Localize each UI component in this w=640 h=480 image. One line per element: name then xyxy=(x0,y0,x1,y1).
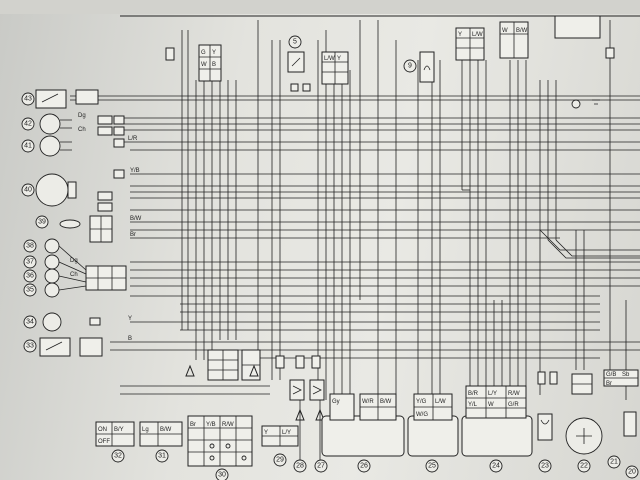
wire-code: G xyxy=(201,50,206,56)
bus-wires xyxy=(70,95,640,395)
switch-cell: Lg xyxy=(142,427,149,433)
wire-code: B/W xyxy=(380,399,392,405)
callout-26: 26 xyxy=(360,463,368,470)
callout-28: 28 xyxy=(296,463,304,470)
right-bottom-components: G/B Sb Br xyxy=(537,369,639,455)
callout-38: 38 xyxy=(26,243,34,250)
callout-39: 39 xyxy=(38,219,46,226)
wire-code: Y xyxy=(458,32,462,38)
callout-9: 9 xyxy=(408,63,412,70)
component-5: 5 xyxy=(287,35,311,92)
callout-37: 37 xyxy=(26,259,34,266)
callout-36: 36 xyxy=(26,273,34,280)
wire-code: B xyxy=(128,336,132,342)
trunk-wires xyxy=(181,20,640,400)
wire-code: L/W xyxy=(324,56,335,62)
wire-code: Sb xyxy=(622,372,630,378)
callout-33: 33 xyxy=(26,343,34,350)
wire-code: W xyxy=(488,402,494,408)
bottom-callouts: 32 31 30 29 28 27 26 25 24 23 22 21 20 xyxy=(111,449,639,480)
wire-code: B xyxy=(212,62,216,68)
wire-code: W xyxy=(502,28,508,34)
callout-21: 21 xyxy=(610,459,618,466)
wire-code: L/Y xyxy=(488,391,497,397)
wire-code: Dg xyxy=(78,113,86,119)
top-connector-b: L/W Y xyxy=(321,51,349,85)
callout-20: 20 xyxy=(628,469,636,476)
callout-35: 35 xyxy=(26,287,34,294)
switch-cell: B/Y xyxy=(114,427,124,433)
left-components: 43 42 41 40 39 38 xyxy=(21,89,127,357)
fuse-group xyxy=(275,355,325,460)
wire-code: Y xyxy=(128,316,132,322)
top-connector-a: G Y W B xyxy=(198,44,222,82)
switch-cell: B/W xyxy=(160,427,172,433)
wire-code: B/R xyxy=(468,391,479,397)
callout-30: 30 xyxy=(218,472,226,479)
wire-code: L/R xyxy=(128,136,138,142)
wire-code: Ch xyxy=(78,127,86,133)
wire-code: Br xyxy=(130,232,136,238)
switch-cell: R/W xyxy=(222,422,234,428)
wire-code: Y/B xyxy=(130,168,140,174)
callout-23: 23 xyxy=(541,463,549,470)
wire-code: G/R xyxy=(508,402,519,408)
wire-code: Y xyxy=(212,50,216,56)
wire-code: Y xyxy=(337,56,341,62)
callout-27: 27 xyxy=(317,463,325,470)
callout-29: 29 xyxy=(276,457,284,464)
wire-code: Br xyxy=(606,381,612,387)
wire-code: B/W xyxy=(130,216,142,222)
wire-code: Gy xyxy=(332,399,340,405)
callout-40: 40 xyxy=(24,187,32,194)
callout-5: 5 xyxy=(293,39,297,46)
callout-42: 42 xyxy=(24,121,32,128)
top-right-connectors: Y L/W W B/W xyxy=(455,15,615,109)
component-9: 9 xyxy=(403,51,435,83)
wire-code: R/W xyxy=(508,391,520,397)
switch-cell: Br xyxy=(190,422,196,428)
bottom-units: Gy W/R B/W Y/G L/W W/G B/R L/Y R/W Y/L W… xyxy=(321,385,533,457)
top-resistor xyxy=(165,47,175,61)
callout-43: 43 xyxy=(24,96,32,103)
switch-blocks: ON OFF B/Y Lg B/W Br Y/B R/W Y L/Y xyxy=(95,415,299,467)
callout-41: 41 xyxy=(24,143,32,150)
callout-34: 34 xyxy=(26,319,34,326)
wire-code: W/G xyxy=(416,412,428,418)
wire-code: Ch xyxy=(70,272,78,278)
callout-25: 25 xyxy=(428,463,436,470)
page-top-edge xyxy=(0,0,640,14)
switch-cell: ON xyxy=(98,427,107,433)
wire-code: Y/L xyxy=(468,402,478,408)
wire-code: Dg xyxy=(70,258,78,264)
wire-code: W xyxy=(201,62,207,68)
switch-cell: Y xyxy=(264,430,268,436)
switch-cell: Y/B xyxy=(206,422,216,428)
wire-code: L/W xyxy=(435,399,446,405)
middle-connectors xyxy=(185,349,261,381)
callout-22: 22 xyxy=(580,463,588,470)
switch-cell: OFF xyxy=(98,439,110,445)
wire-code: G/B xyxy=(606,372,616,378)
callout-31: 31 xyxy=(158,453,166,460)
wire-code: Y/G xyxy=(416,399,427,405)
wire-code: L/W xyxy=(472,32,483,38)
callout-24: 24 xyxy=(492,463,500,470)
wire-code: B/W xyxy=(516,28,528,34)
callout-32: 32 xyxy=(114,453,122,460)
switch-cell: L/Y xyxy=(282,430,291,436)
left-wire-labels: Dg Ch L/R Y/B B/W Br Dg Ch Y B xyxy=(70,113,142,342)
wire-code: W/R xyxy=(362,399,374,405)
